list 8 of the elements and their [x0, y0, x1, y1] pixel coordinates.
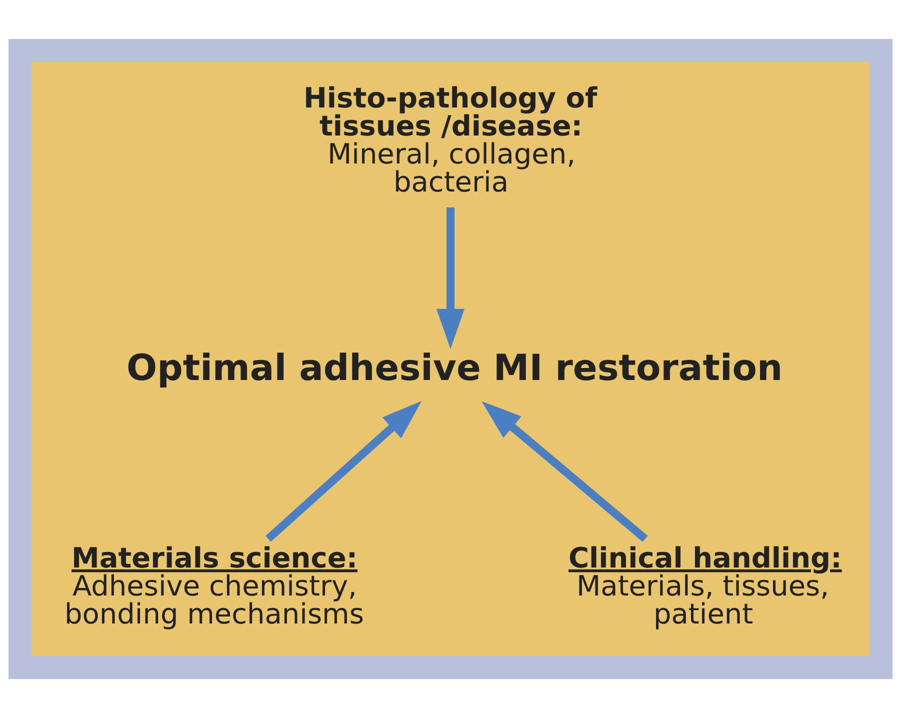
arrow: [482, 400, 648, 542]
node-text: Histo-pathology of tissues /disease: Mineral, collagen, bacteria: [304, 80, 598, 198]
node-text: Optimal adhesive MI restoration: [126, 347, 783, 388]
node-text: Materials science: Adhesive chemistry, bonding mechanisms: [64, 540, 364, 630]
arrow: [265, 400, 422, 542]
node-text: Clinical handling: Materials, tissues, patient: [568, 540, 842, 630]
cluster: [32, 62, 870, 656]
arrow: [436, 206, 465, 348]
